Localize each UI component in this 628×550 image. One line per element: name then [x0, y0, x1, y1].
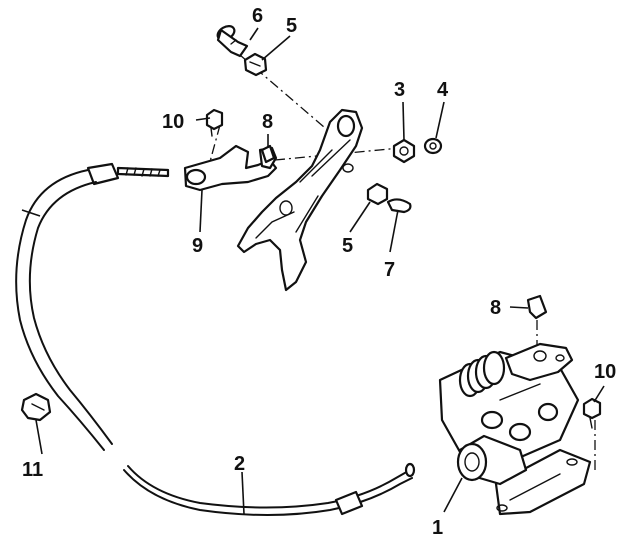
- callout-4: 4: [437, 79, 449, 101]
- actuator-assembly: [438, 342, 592, 516]
- return-spring: [458, 350, 506, 398]
- bolt-lower: [582, 397, 602, 429]
- callout-2: 2: [234, 453, 245, 475]
- callout-labels: 6 5 3 4 10 8 9 5 7 8 10 11 2 1: [22, 5, 616, 539]
- leader-lines: [35, 27, 605, 515]
- bushing: [392, 138, 416, 164]
- callout-6: 6: [252, 5, 263, 27]
- clevis-pin: [216, 25, 249, 58]
- callout-5-lower: 5: [342, 235, 353, 257]
- spring-clip: [386, 198, 412, 214]
- callout-1: 1: [432, 517, 443, 539]
- callout-9: 9: [192, 235, 203, 257]
- callout-7: 7: [384, 259, 395, 281]
- callout-11: 11: [22, 459, 43, 481]
- callout-8-upper: 8: [262, 111, 273, 133]
- pedal-arm: [236, 108, 364, 292]
- callout-10-lower: 10: [594, 361, 616, 383]
- callout-8-lower: 8: [490, 297, 501, 319]
- control-cable: [15, 162, 416, 516]
- clip-nut-lower: [366, 182, 389, 206]
- retaining-clip-lower: [526, 294, 548, 320]
- cable-clamp: [20, 392, 52, 422]
- callout-3: 3: [394, 79, 405, 101]
- washer-nut: [423, 137, 443, 155]
- bolt-upper: [205, 108, 224, 137]
- callout-5-upper: 5: [286, 15, 297, 37]
- clip-nut-upper: [243, 52, 268, 77]
- callout-10-upper: 10: [162, 111, 184, 133]
